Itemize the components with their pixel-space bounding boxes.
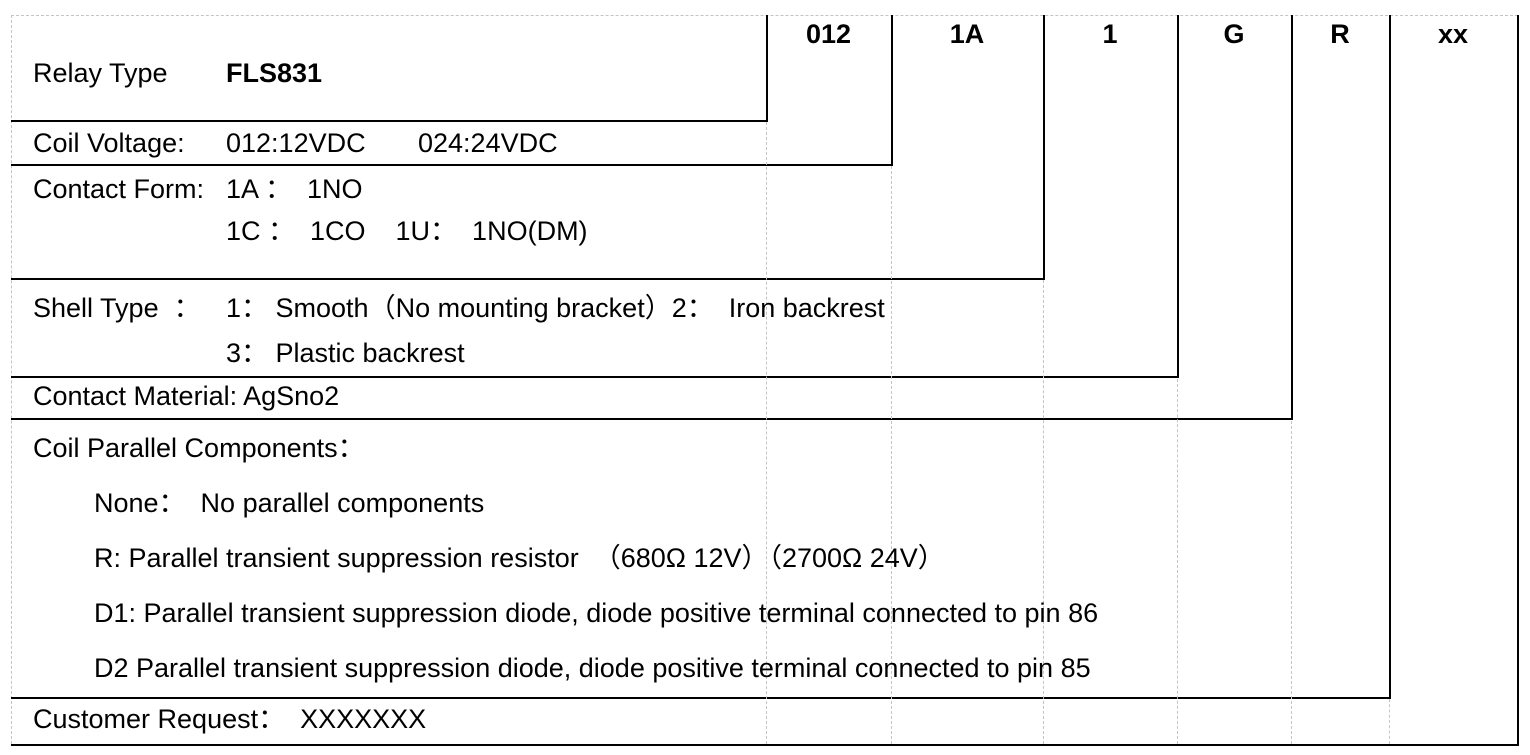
table-left-border [11, 15, 12, 744]
coil-parallel-header: Coil Parallel Components： [33, 433, 365, 463]
shell-type-line-1: 1： Smooth（No mounting bracket）2： Iron ba… [226, 293, 885, 323]
contact-material-label: Contact Material: AgSno2 [33, 381, 340, 411]
coil-parallel-item-none: None： No parallel components [94, 488, 485, 518]
coil-voltage-option-2: 024:24VDC [418, 128, 558, 158]
code-cell-contact-material: G [1223, 19, 1245, 49]
code-cell-customer: xx [1437, 19, 1469, 49]
grid-guide-012-right [891, 166, 892, 744]
divider-relay-type-bottom [11, 120, 767, 122]
code-cell-coil-voltage: 012 [805, 19, 852, 49]
customer-request-label: Customer Request： XXXXXXX [33, 704, 427, 734]
divider-shell-type-bottom [11, 376, 1178, 378]
divider-coil-voltage-bottom [11, 164, 893, 166]
code-cell-shell-type: 1 [1102, 19, 1118, 49]
contact-form-line-1: 1A ： 1NO [226, 174, 363, 204]
column-line-r-right [1389, 15, 1391, 699]
column-line-1-right [1177, 15, 1179, 378]
relay-type-value: FLS831 [226, 58, 323, 88]
coil-voltage-label: Coil Voltage: [33, 128, 185, 158]
grid-guide-012-left [766, 122, 767, 744]
coil-parallel-item-r: R: Parallel transient suppression resist… [94, 543, 945, 573]
grid-guide-1a-right [1043, 280, 1044, 744]
shell-type-line-2: 3： Plastic backrest [226, 338, 465, 368]
grid-guide-r-right [1389, 699, 1390, 744]
relay-type-label: Relay Type [33, 58, 168, 88]
grid-guide-g-right [1291, 421, 1292, 744]
coil-parallel-item-d2: D2 Parallel transient suppression diode,… [94, 653, 1091, 683]
table-bottom-border [11, 744, 1518, 746]
code-cell-coil-parallel: R [1330, 19, 1350, 49]
coil-voltage-option-1: 012:12VDC [226, 128, 366, 158]
column-line-012-left [766, 15, 768, 122]
coil-parallel-item-d1: D1: Parallel transient suppression diode… [94, 598, 1099, 628]
column-line-g-right [1291, 15, 1293, 420]
grid-guide-1-right [1177, 379, 1178, 744]
table-right-border [1517, 15, 1519, 746]
column-line-012-right [891, 15, 893, 166]
contact-form-line-2: 1C ： 1CO 1U： 1NO(DM) [226, 216, 588, 246]
table-top-border [11, 15, 1518, 16]
divider-coil-parallel-bottom [11, 697, 1391, 699]
divider-contact-material-bottom [11, 418, 1292, 420]
code-cell-contact-form: 1A [949, 19, 985, 49]
divider-contact-form-bottom [11, 278, 1044, 280]
contact-form-label: Contact Form: [33, 174, 205, 204]
column-line-1a-right [1043, 15, 1045, 280]
shell-type-label: Shell Type ： [33, 293, 201, 323]
